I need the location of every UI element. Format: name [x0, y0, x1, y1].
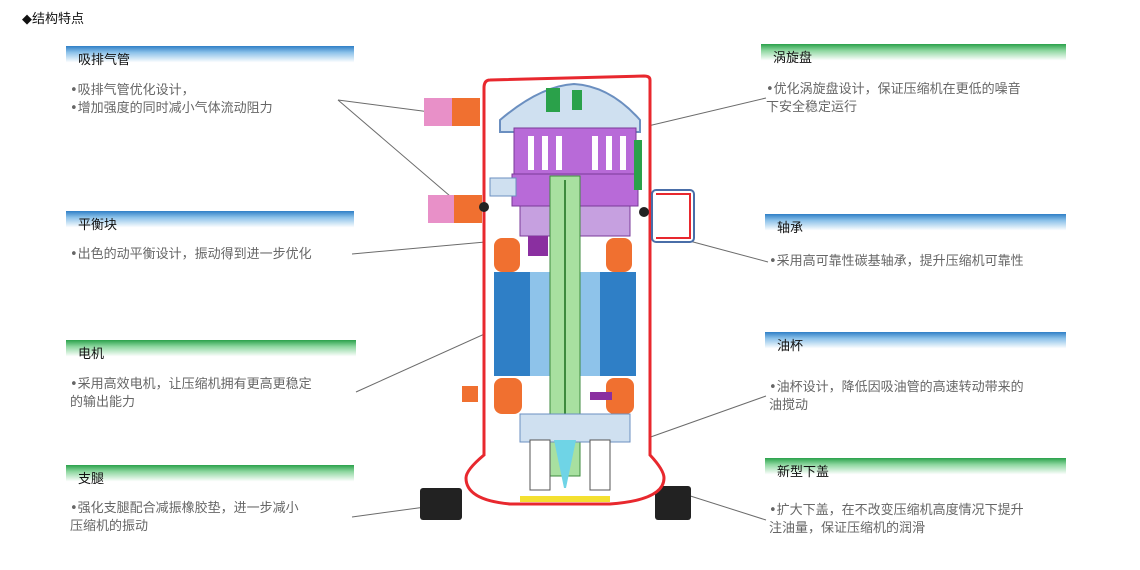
exhaust-fitting: [454, 195, 482, 223]
desc-line: 的输出能力: [70, 395, 136, 410]
desc-oil-cup: •油杯设计，降低因吸油管的高速转动带来的 油搅动: [769, 379, 1024, 415]
lower-fitting: [462, 386, 478, 402]
desc-line: •采用高效电机，让压缩机拥有更高更稳定: [70, 377, 312, 392]
label-oil-cup: 油杯: [765, 332, 1066, 362]
stator-left: [494, 272, 530, 376]
desc-scroll-plate: •优化涡旋盘设计，保证压缩机在更低的噪音 下安全稳定运行: [766, 81, 1021, 117]
leader-line-pipe-upper: [337, 99, 431, 113]
rotor-left: [530, 272, 550, 376]
support-foot-right: [655, 486, 691, 520]
label-intake-exhaust-pipe: 吸排气管: [66, 46, 354, 76]
desc-new-bottom-cover: •扩大下盖，在不改变压缩机高度情况下提升 注油量，保证压缩机的润滑: [769, 502, 1024, 538]
oil-cup-right: [589, 439, 611, 491]
desc-line: •强化支腿配合减振橡胶垫，进一步减小: [70, 501, 299, 516]
stator-right: [600, 272, 636, 376]
desc-line: •优化涡旋盘设计，保证压缩机在更低的噪音: [766, 82, 1021, 97]
upper-bearing-support: [489, 177, 517, 197]
label-new-bottom-cover: 新型下盖: [765, 458, 1066, 488]
winding-upper-left: [494, 238, 520, 272]
relief-valve: [572, 90, 582, 110]
desc-bearing: •采用高可靠性碳基轴承，提升压缩机可靠性: [769, 253, 1024, 271]
desc-line: •增加强度的同时减小气体流动阻力: [70, 101, 273, 116]
terminal-box-outline: [656, 193, 691, 239]
pipe-weld-point: [479, 202, 489, 212]
desc-motor: •采用高效电机，让压缩机拥有更高更稳定 的输出能力: [70, 376, 312, 412]
discharge-fitting: [546, 88, 560, 112]
scroll-wraps: [528, 136, 626, 170]
desc-balance-block: •出色的动平衡设计，振动得到进一步优化: [70, 246, 312, 264]
desc-support-leg: •强化支腿配合减振橡胶垫，进一步减小 压缩机的振动: [70, 500, 299, 536]
desc-intake-exhaust-pipe: •吸排气管优化设计， •增加强度的同时减小气体流动阻力: [70, 82, 273, 118]
oil-cup-left: [529, 439, 551, 491]
fixed-scroll: [513, 127, 637, 175]
label-balance-block: 平衡块: [66, 211, 354, 241]
desc-line: •吸排气管优化设计，: [70, 83, 195, 98]
rotor-right: [580, 272, 600, 376]
desc-line: •油杯设计，降低因吸油管的高速转动带来的: [769, 380, 1024, 395]
winding-lower-left: [494, 378, 522, 414]
desc-line: 注油量，保证压缩机的润滑: [769, 521, 926, 536]
leader-line-pipe-lower: [337, 99, 451, 197]
desc-line: •采用高可靠性碳基轴承，提升压缩机可靠性: [769, 254, 1024, 269]
label-motor: 电机: [66, 340, 356, 370]
intake-pipe: [424, 98, 452, 126]
label-bearing: 轴承: [765, 214, 1066, 244]
desc-line: 油搅动: [769, 398, 809, 413]
desc-line: •扩大下盖，在不改变压缩机高度情况下提升: [769, 503, 1024, 518]
desc-line: •出色的动平衡设计，振动得到进一步优化: [70, 247, 312, 262]
section-title: ◆结构特点: [22, 12, 84, 27]
balance-block-upper: [528, 236, 548, 256]
fastener-bolt: [634, 140, 642, 190]
side-terminal-box: [651, 189, 695, 243]
winding-upper-right: [606, 238, 632, 272]
winding-lower-right: [606, 378, 634, 414]
leader-line-scroll-plate: [647, 97, 767, 127]
balance-block-lower: [590, 392, 612, 400]
shell-weld-point: [639, 207, 649, 217]
intake-fitting: [452, 98, 480, 126]
oil-pickup-tube: [554, 440, 576, 488]
label-support-leg: 支腿: [66, 465, 354, 495]
exhaust-pipe: [428, 195, 454, 223]
top-cap: [499, 82, 641, 133]
desc-line: 下安全稳定运行: [766, 100, 858, 115]
lower-bearing-housing: [519, 413, 631, 443]
bottom-cover-strip: [520, 496, 610, 502]
label-scroll-plate: 涡旋盘: [761, 44, 1066, 74]
desc-line: 压缩机的振动: [70, 519, 149, 534]
support-foot-left: [420, 488, 462, 520]
